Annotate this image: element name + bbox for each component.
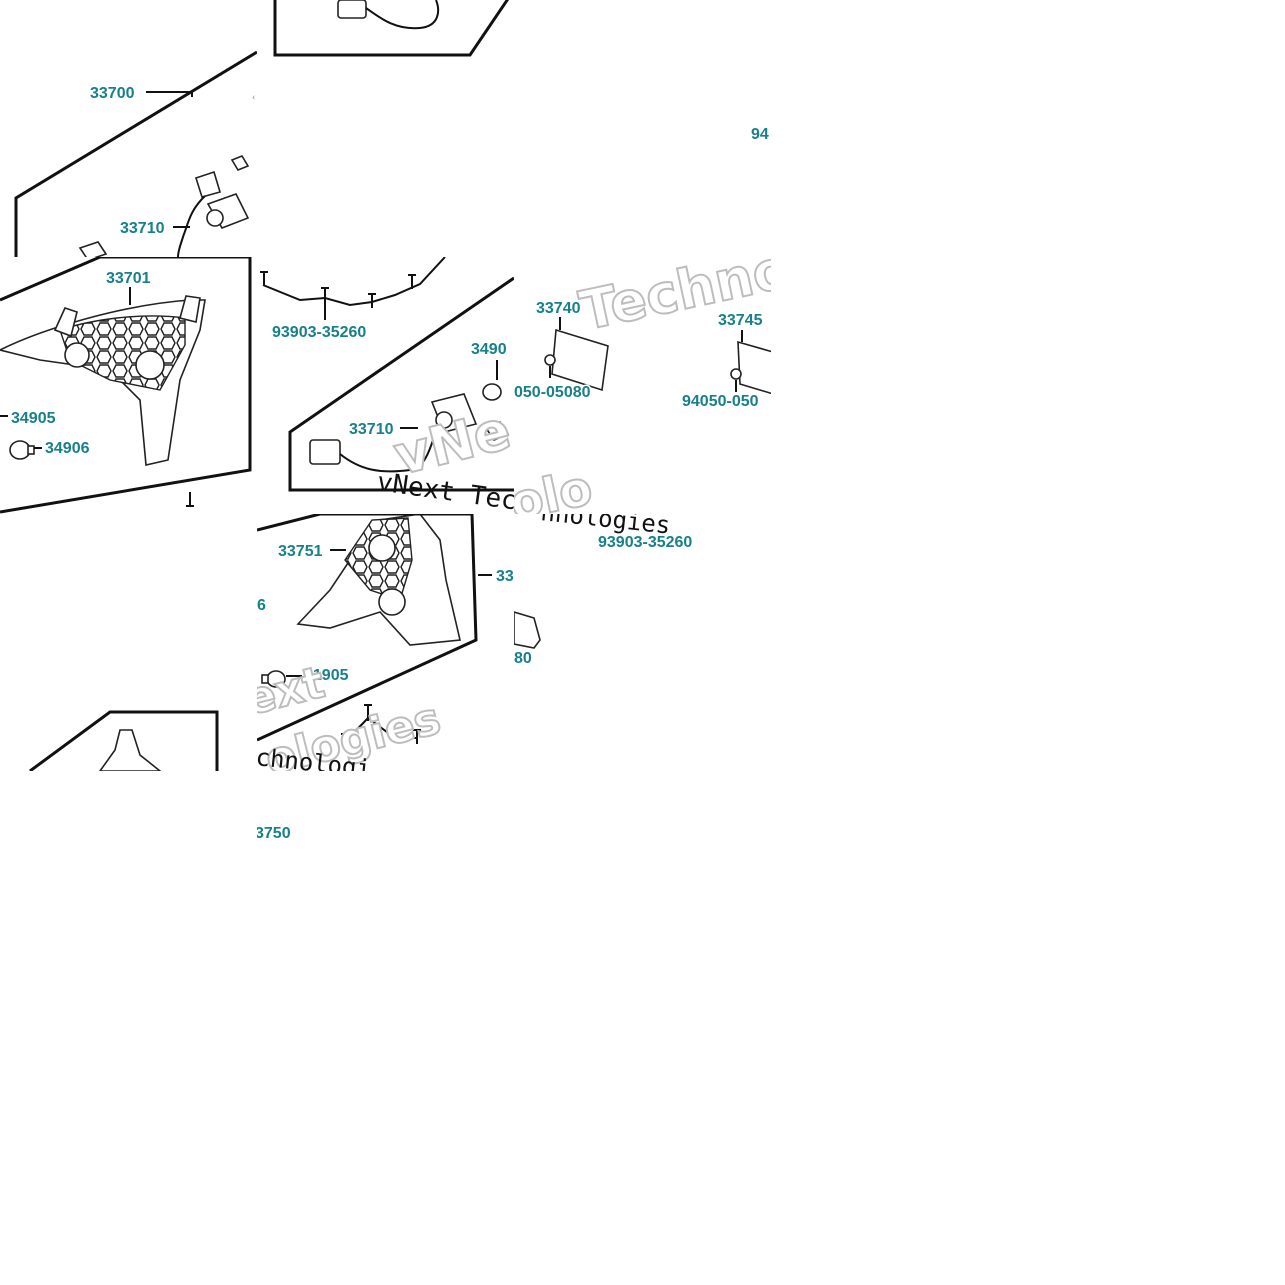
tile-5: 93903-35260 3490 33710 vNe vNext Tec	[260, 257, 514, 514]
label-33710-top: 33710	[120, 220, 165, 237]
assembly-frame-33750	[29, 710, 219, 771]
assembly-frame-33700	[14, 50, 257, 257]
label-34905: 34905	[11, 410, 56, 427]
lens-socket-left	[64, 342, 90, 368]
mount-tab-right	[179, 295, 201, 323]
housing-33750-top	[99, 729, 162, 771]
label-33710-b: 33710	[349, 421, 394, 438]
socket-ring	[206, 209, 224, 227]
bulb-3490	[482, 383, 502, 401]
assembly-frame-33701	[0, 257, 252, 514]
mount-tab-left	[53, 307, 78, 338]
screw-wire-a	[262, 257, 446, 307]
reflector-33745	[737, 340, 771, 395]
bulb-33710	[484, 421, 510, 441]
bulb-socket-a	[195, 170, 222, 198]
lens-socket-rear-b	[378, 588, 406, 616]
connector-33710	[309, 439, 341, 465]
tile-9: hnologies 93903-35260 80	[514, 514, 694, 669]
label-31905: 31905	[304, 667, 349, 684]
wire-33710	[177, 195, 206, 257]
bulb-base	[27, 445, 35, 455]
wire-33710-b	[339, 424, 441, 473]
label-33745: 33745	[718, 312, 763, 329]
wire-top	[365, 0, 439, 30]
label-3490-partial: 3490	[471, 341, 507, 358]
label-33700: 33700	[90, 85, 135, 102]
label-33701: 33701	[106, 270, 151, 287]
label-94050-050: 94050-050	[682, 393, 759, 410]
tile-3: 94	[750, 125, 771, 145]
assembly-frame-33710	[288, 276, 514, 492]
screws-93903	[260, 271, 416, 308]
label-93903-35260-a: 93903-35260	[272, 324, 366, 341]
bulb-34906	[9, 440, 31, 460]
connector-plug	[78, 241, 108, 257]
bulb-31905-base	[261, 674, 269, 684]
label-33-partial: 33	[496, 568, 514, 585]
label-93903-35260-b: 93903-35260	[598, 534, 692, 551]
tile-2	[273, 0, 510, 57]
label-6-partial: 6	[257, 597, 266, 614]
nut-33740	[544, 354, 556, 366]
socket-ring-b	[435, 411, 453, 429]
tile-4: 33701 34905 34906	[0, 257, 252, 514]
label-94-partial: 94	[751, 126, 769, 143]
lens-socket-right	[135, 350, 165, 380]
tile-7	[29, 710, 219, 771]
tile-11: 3750	[255, 824, 292, 844]
label-80-partial: 80	[514, 650, 532, 667]
tile-6: Techno 33740 050-05080 33745 94050-050 o…	[514, 257, 771, 514]
reflector-partial	[514, 611, 541, 649]
bulb-small	[230, 155, 250, 171]
label-33740: 33740	[536, 300, 581, 317]
watermark-ext: ext	[240, 657, 329, 726]
connector-top	[337, 0, 367, 19]
assembly-frame-33751	[257, 514, 478, 742]
tile-1: 33700 33710 ‹	[14, 50, 257, 257]
tile-8: 33751 33 6 31905 ext ologies chnologi	[240, 514, 514, 771]
label-33751: 33751	[278, 543, 323, 560]
label-050-05080: 050-05080	[514, 384, 591, 401]
assembly-frame-top	[273, 0, 510, 57]
screw-bottom	[186, 492, 194, 507]
nut-33745	[730, 368, 742, 380]
small-mark: ‹	[252, 92, 255, 103]
label-3750-partial: 3750	[255, 825, 291, 842]
screws-rear	[341, 704, 421, 748]
lens-socket-rear-a	[368, 534, 396, 562]
label-34906: 34906	[45, 440, 90, 457]
